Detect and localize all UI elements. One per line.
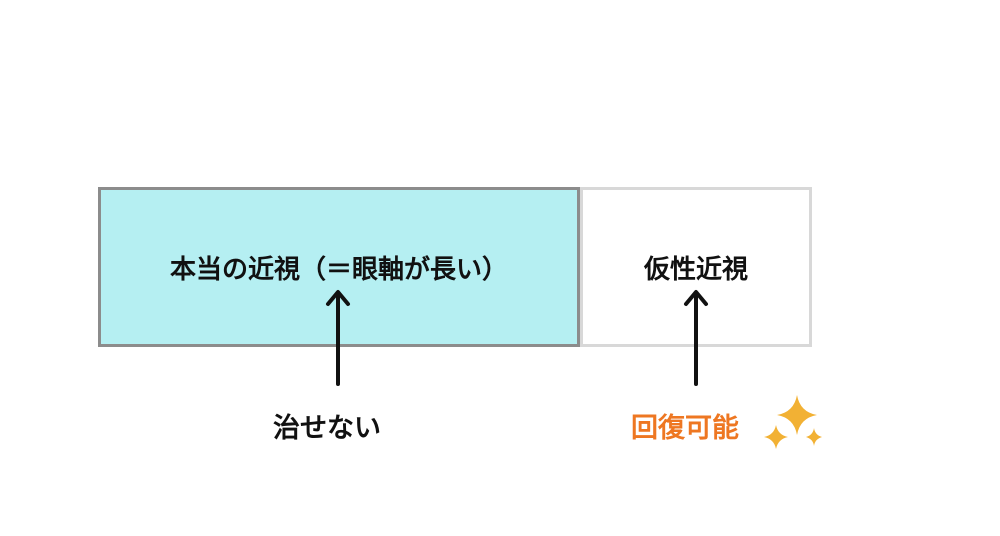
recoverable-caption: 回復可能 [631, 413, 739, 444]
cannot-cure-caption: 治せない [273, 413, 381, 444]
true-myopia-label: 本当の近視（＝眼軸が長い） [169, 254, 508, 285]
pseudo-myopia-label: 仮性近視 [643, 254, 748, 285]
sparkle-icon [764, 395, 822, 449]
up-arrow-icon [326, 290, 350, 386]
up-arrow-icon [684, 290, 708, 386]
